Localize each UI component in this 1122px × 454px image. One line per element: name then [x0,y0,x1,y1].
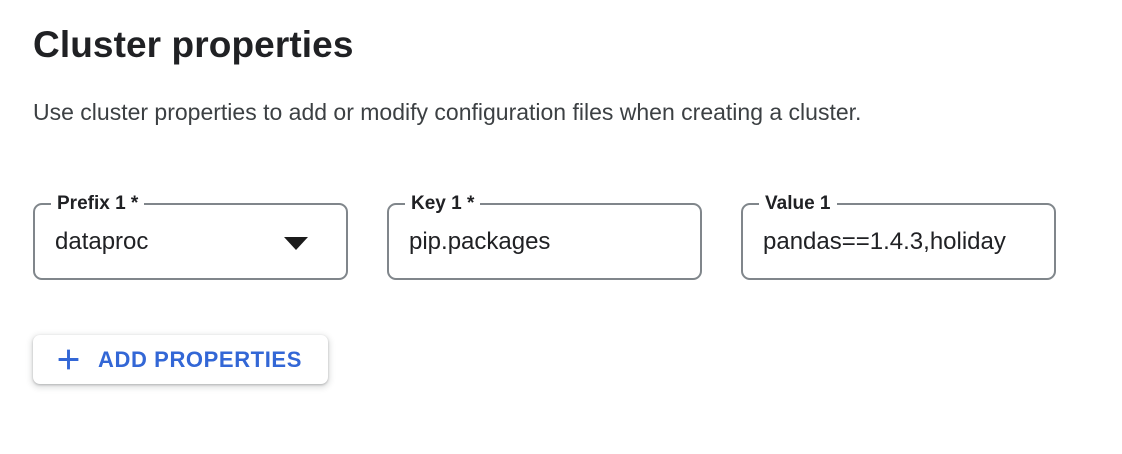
prefix-select[interactable]: Prefix 1 * dataproc [33,192,348,280]
value-input[interactable] [743,205,1054,278]
page-title: Cluster properties [33,24,354,65]
dropdown-arrow-icon [284,236,308,250]
key-label: Key 1 * [405,192,481,216]
prefix-selected-value: dataproc [55,227,149,255]
prefix-label: Prefix 1 * [51,192,145,216]
key-input[interactable] [389,205,700,278]
property-row-1: Prefix 1 * dataproc Key 1 * Value 1 [33,192,1122,280]
add-properties-label: ADD PROPERTIES [98,346,302,372]
value-field: Value 1 [741,192,1056,280]
section-description: Use cluster properties to add or modify … [33,99,862,125]
value-label: Value 1 [759,192,837,216]
key-field: Key 1 * [387,192,702,280]
add-properties-button[interactable]: ADD PROPERTIES [33,335,328,384]
cluster-properties-section: Cluster properties Use cluster propertie… [0,22,1122,384]
plus-icon [55,346,82,373]
